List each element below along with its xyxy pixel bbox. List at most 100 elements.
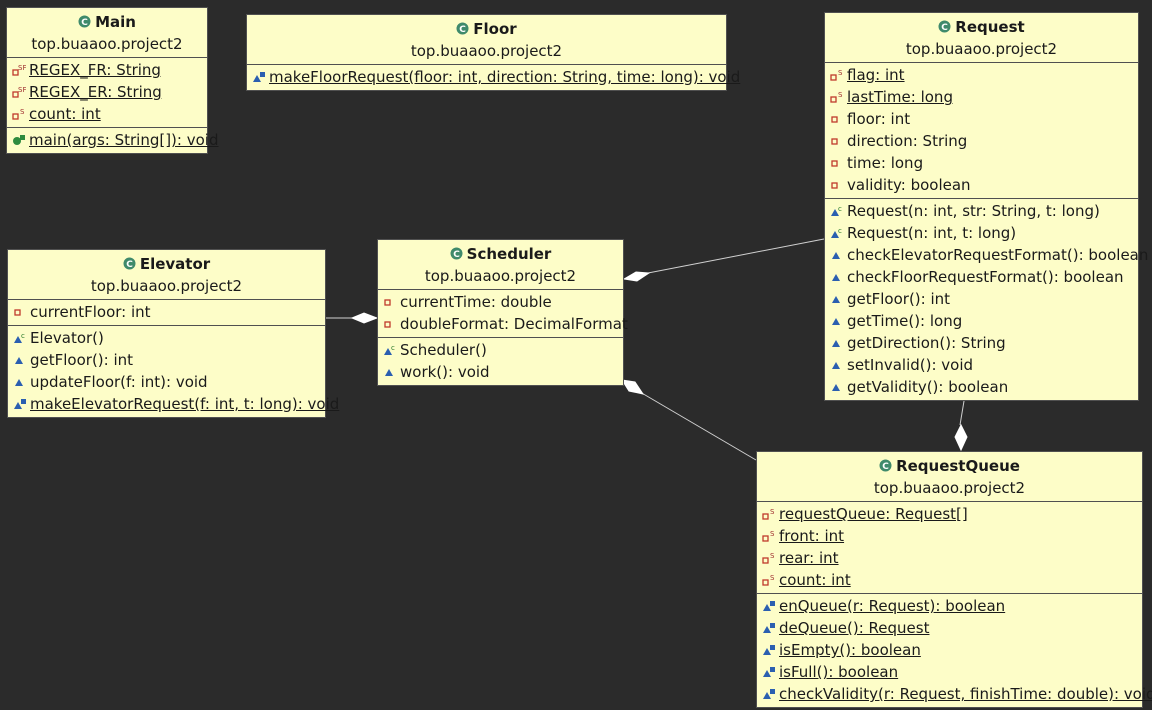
constructor-icon: c [831,227,842,238]
attribute-row-text: currentTime: double [400,293,552,311]
operation-row[interactable]: getDirection(): String [825,332,1138,354]
attribute-row[interactable]: doubleFormat: DecimalFormat [378,313,628,335]
attribute-row[interactable]: direction: String [825,130,1138,152]
static-private-field-icon: S [830,69,843,81]
constructor-icon: c [384,344,395,355]
svg-text:S: S [838,91,843,99]
svg-text:S: S [838,69,843,77]
operation-row[interactable]: main(args: String[]): void [7,129,218,151]
class-name: Elevator [139,255,211,273]
class-package: top.buaaoo.project2 [905,40,1058,58]
private-field-icon [384,299,391,306]
operation-row[interactable]: getFloor(): int [8,349,325,371]
static-final-private-field-icon: SF [12,64,26,76]
static-private-field-icon: S [762,552,775,564]
attributes-section: currentFloor: int [8,300,325,326]
operation-row[interactable]: c Elevator() [8,327,325,349]
operation-row-text: getFloor(): int [847,290,951,308]
operation-row[interactable]: checkElevatorRequestFormat(): boolean [825,244,1148,266]
operation-row-text: makeFloorRequest(floor: int, direction: … [269,68,741,86]
method-icon [15,357,23,364]
operation-row-text: checkValidity(r: Request, finishTime: do… [779,685,1152,703]
operation-row[interactable]: checkValidity(r: Request, finishTime: do… [757,683,1152,705]
svg-text:C: C [81,18,88,28]
operation-row[interactable]: isFull(): boolean [757,661,1142,683]
private-field-icon [831,160,838,167]
svg-text:S: S [20,108,25,116]
operation-row[interactable]: getFloor(): int [825,288,1138,310]
operation-row-text: makeElevatorRequest(f: int, t: long): vo… [30,395,340,413]
svg-text:S: S [770,552,775,560]
class-name: Main [95,13,136,31]
operation-row[interactable]: deQueue(): Request [757,617,1142,639]
attribute-row[interactable]: validity: boolean [825,174,1138,196]
operation-row-text: updateFloor(f: int): void [30,373,208,391]
operations-section: c Elevator() getFloor(): int updateFloor(f:… [8,326,339,417]
svg-text:C: C [453,250,460,260]
attribute-row-text: count: int [779,571,851,589]
operation-row-text: setInvalid(): void [847,356,974,374]
svg-text:c: c [838,227,842,235]
attribute-row-text: count: int [29,105,101,123]
operation-row[interactable]: work(): void [378,361,623,383]
attribute-row[interactable]: time: long [825,152,1138,174]
private-field-icon [384,321,391,328]
class-icon: C [78,15,91,28]
attribute-row-text: lastTime: long [847,88,953,106]
operation-row[interactable]: getValidity(): boolean [825,376,1138,398]
operation-row[interactable]: makeElevatorRequest(f: int, t: long): vo… [8,393,339,415]
static-method-icon [763,667,775,677]
svg-text:SF: SF [18,86,26,94]
diamond-scheduler-request [622,271,651,282]
operation-row[interactable]: updateFloor(f: int): void [8,371,325,393]
attribute-row[interactable]: floor: int [825,108,1138,130]
attribute-row-text: REGEX_FR: String [29,61,161,79]
attribute-row[interactable]: currentTime: double [378,291,623,313]
operation-row-text: Elevator() [30,329,104,347]
private-field-icon [831,182,838,189]
operation-row-text: main(args: String[]): void [29,131,219,149]
class-icon: C [879,459,892,472]
class-icon: C [123,257,136,270]
class-package: top.buaaoo.project2 [90,277,243,295]
operation-row[interactable]: isEmpty(): boolean [757,639,1142,661]
operation-row[interactable]: enQueue(r: Request): boolean [757,595,1142,617]
public-static-method-icon [13,135,25,145]
class-package: top.buaaoo.project2 [410,42,563,60]
operation-row-text: checkElevatorRequestFormat(): boolean [847,246,1149,264]
operation-row[interactable]: getTime(): long [825,310,1138,332]
operation-row-text: isFull(): boolean [779,663,899,681]
attribute-row-text: flag: int [847,66,905,84]
operation-row[interactable]: checkFloorRequestFormat(): boolean [825,266,1138,288]
operation-row[interactable]: setInvalid(): void [825,354,1138,376]
operation-row[interactable]: makeFloorRequest(floor: int, direction: … [247,66,740,88]
constructor-icon: c [14,332,25,343]
static-private-field-icon: S [762,574,775,586]
attribute-row-text: direction: String [847,132,968,150]
attribute-row[interactable]: currentFloor: int [8,301,325,323]
method-icon [385,369,393,376]
